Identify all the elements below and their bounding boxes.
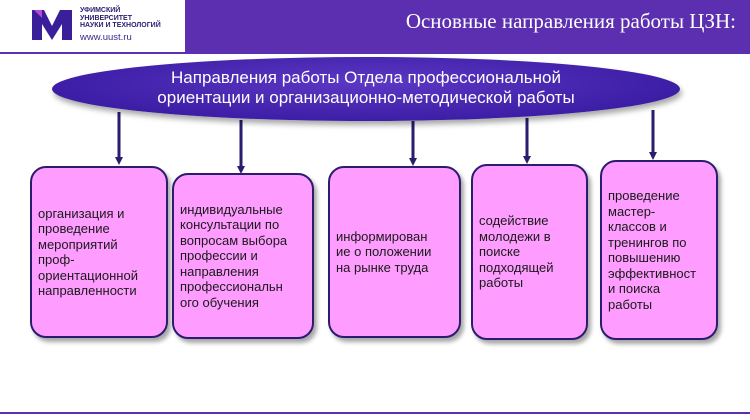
direction-box: информирован ие о положении на рынке тру… (328, 166, 461, 338)
university-name-line: НАУКИ И ТЕХНОЛОГИЙ (80, 22, 161, 29)
direction-box: содействие молодежи в поиске подходящей … (471, 164, 588, 340)
header-banner: Основные направления работы ЦЗН: (185, 0, 750, 52)
university-name-line: УНИВЕРСИТЕТ (80, 14, 132, 22)
direction-box-text: индивидуальные консультации по вопросам … (180, 201, 288, 310)
university-name-line: УФИМСКИЙ (80, 7, 121, 14)
central-topic-line: ориентации и организационно-методической… (157, 88, 575, 107)
logo: УФИМСКИЙ УНИВЕРСИТЕТ НАУКИ И ТЕХНОЛОГИЙ … (0, 0, 185, 52)
university-name: УФИМСКИЙ УНИВЕРСИТЕТ НАУКИ И ТЕХНОЛОГИЙ (80, 7, 180, 30)
slide-title: Основные направления работы ЦЗН: (405, 9, 736, 33)
direction-box-text: организация и проведение мероприятий про… (38, 205, 138, 299)
direction-box: организация и проведение мероприятий про… (30, 166, 168, 338)
direction-box: индивидуальные консультации по вопросам … (172, 173, 314, 339)
central-topic-text: Направления работы Отдела профессиональн… (52, 68, 680, 108)
footer-divider (0, 412, 750, 414)
central-topic-ellipse: Направления работы Отдела профессиональн… (52, 57, 680, 121)
direction-box: проведение мастер- классов и тренингов п… (600, 160, 718, 340)
direction-box-text: содействие молодежи в поиске подходящей … (479, 213, 554, 291)
direction-box-text: информирован ие о положении на рынке тру… (336, 228, 432, 275)
direction-box-text: проведение мастер- классов и тренингов п… (608, 188, 697, 312)
central-topic-line: Направления работы Отдела профессиональн… (171, 68, 561, 87)
university-url[interactable]: www.uust.ru (80, 32, 132, 43)
header-divider (0, 52, 750, 54)
university-logo-icon (32, 10, 72, 40)
